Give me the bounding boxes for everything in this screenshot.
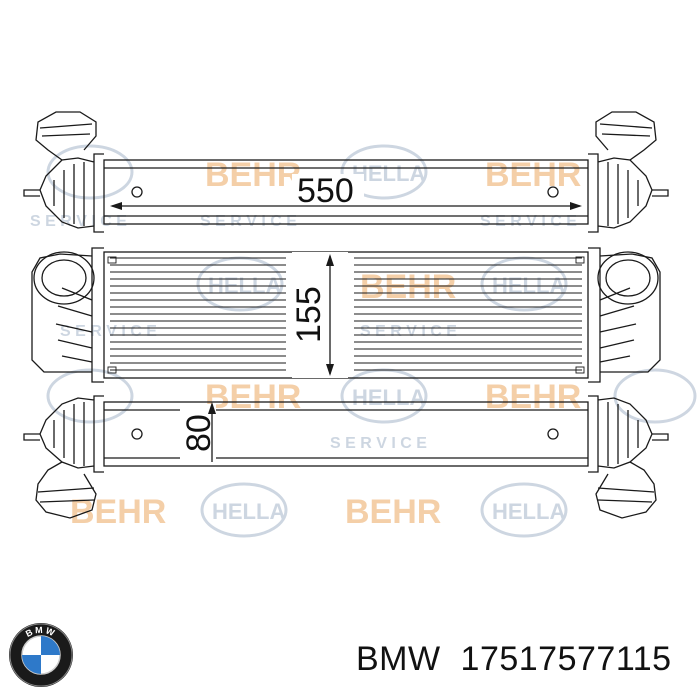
watermark-service: S E R V I C E (360, 323, 457, 340)
dimension-offset-label: 80 (180, 414, 218, 452)
right-side-tank (588, 247, 661, 383)
watermark-behr: BEHR (205, 156, 301, 194)
bmw-logo-lettering: BMW (24, 625, 58, 639)
watermark-hella-oval (480, 482, 568, 538)
part-number: 17517577115 (460, 640, 672, 678)
dimension-offset: 80 (180, 402, 218, 462)
watermark-service: S E R V I C E (60, 323, 157, 340)
left-inlet-port (33, 251, 95, 305)
watermark-hella: HELLA (208, 273, 281, 298)
mounting-hole (131, 186, 143, 198)
dimension-length-label: 550 (297, 172, 354, 210)
watermark-service: S E R V I C E (30, 213, 127, 230)
watermark-hella-oval (46, 144, 134, 200)
watermark-behr: BEHR (70, 493, 166, 531)
bmw-logo: BMW (9, 623, 73, 687)
fin-header (575, 366, 585, 374)
watermark-behr: BEHR (485, 156, 581, 194)
mounting-hole (131, 428, 143, 440)
dimension-height: 155 (290, 252, 348, 378)
mounting-hole (547, 428, 559, 440)
left-inlet-hose (35, 111, 97, 161)
right-outlet-hose (595, 461, 657, 519)
dimension-height-label: 155 (290, 286, 328, 343)
watermark-hella: HELLA (492, 499, 565, 524)
left-end-tank (39, 395, 104, 473)
cooling-fins (107, 256, 585, 374)
fin-header (107, 256, 117, 264)
watermark-hella: HELLA (492, 273, 565, 298)
watermark-hella-oval (340, 144, 428, 200)
watermark-layer: BEHR BEHR HELLA S E R V I C E S E R V I … (30, 144, 697, 538)
watermark-service: S E R V I C E (200, 213, 297, 230)
watermark-hella-oval (200, 482, 288, 538)
brand-name: BMW (356, 640, 441, 678)
watermark-service: S E R V I C E (330, 435, 427, 452)
watermark-hella-oval (46, 368, 134, 424)
right-inlet-port (597, 251, 659, 305)
bottom-view-core (103, 401, 589, 467)
watermark-service: S E R V I C E (480, 213, 577, 230)
watermark-hella: HELLA (352, 385, 425, 410)
left-outlet-hose (35, 461, 97, 519)
watermark-hella-oval (613, 368, 697, 424)
mounting-hole (547, 186, 559, 198)
front-view (31, 247, 661, 383)
watermark-hella: HELLA (212, 499, 285, 524)
dimension-length: 550 (110, 172, 582, 210)
left-side-tank (31, 247, 104, 383)
right-inlet-hose (595, 111, 657, 161)
top-view (23, 111, 669, 233)
fin-header (575, 256, 585, 264)
part-caption: BMW 17517577115 (356, 640, 672, 679)
right-end-tank (588, 153, 653, 233)
top-view-core (103, 159, 589, 225)
fin-header (107, 366, 117, 374)
bottom-view (23, 395, 669, 519)
watermark-hella: HELLA (352, 161, 425, 186)
watermark-behr: BEHR (345, 493, 441, 531)
